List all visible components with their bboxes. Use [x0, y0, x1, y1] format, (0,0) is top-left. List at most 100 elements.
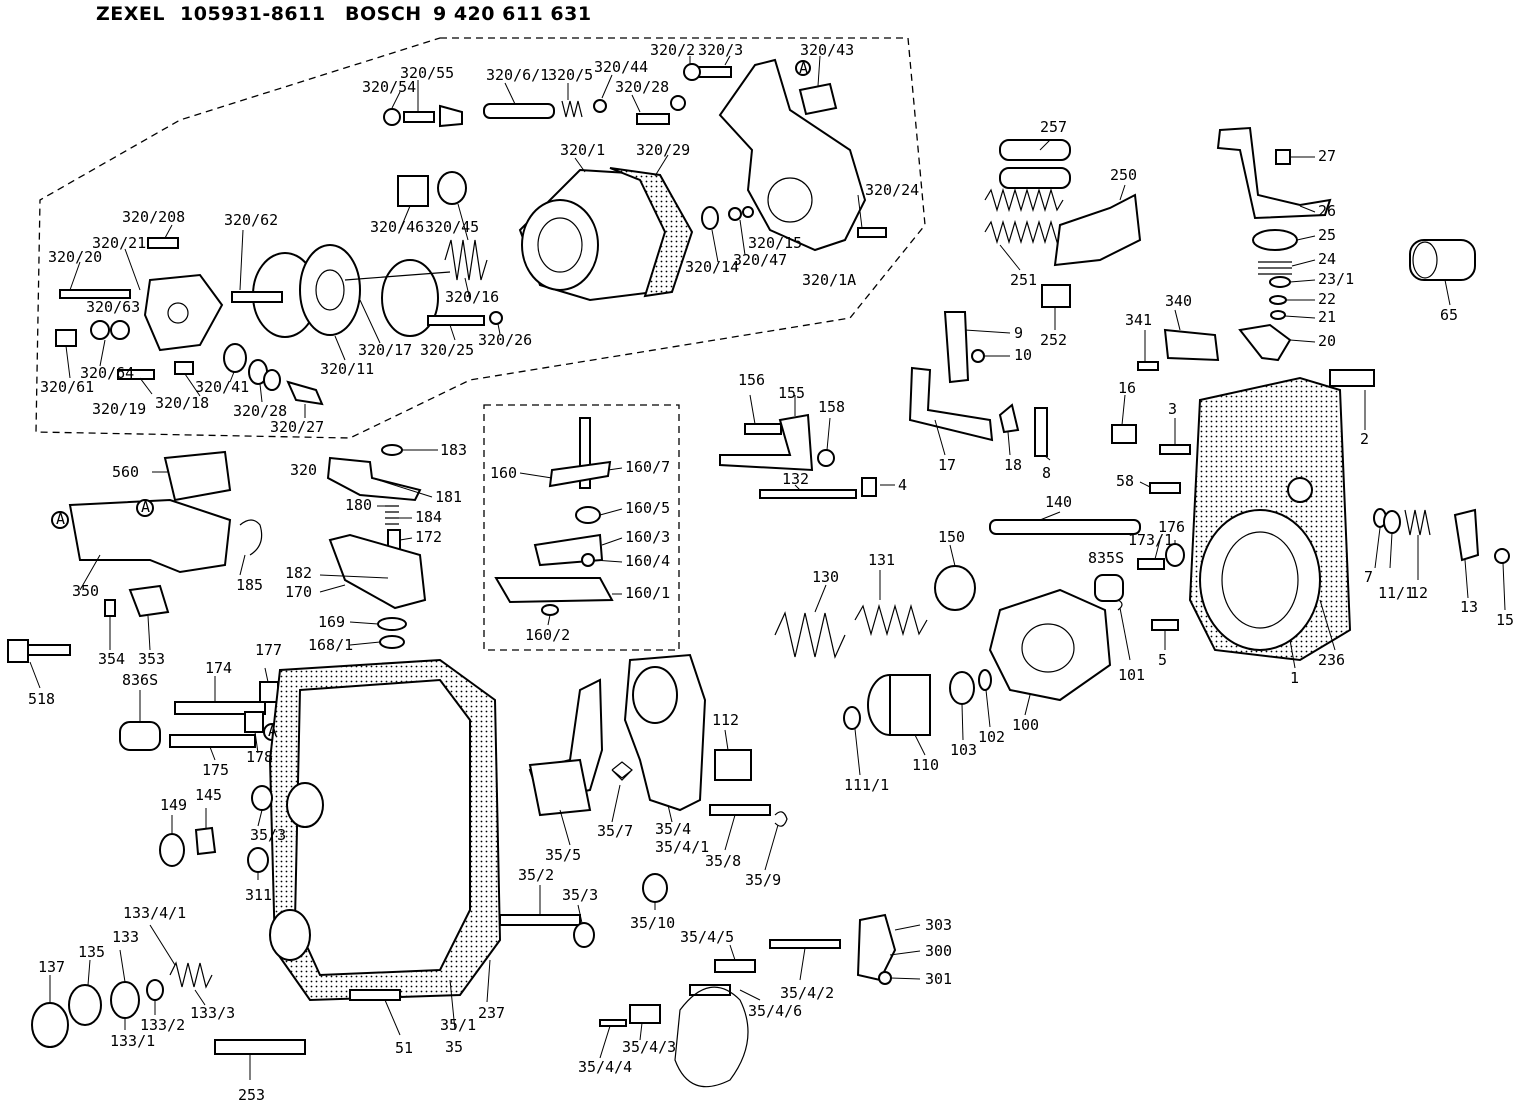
label-169: 169	[318, 613, 345, 631]
lever-assembly-parts	[326, 413, 877, 649]
label-160-1: 160/1	[625, 584, 670, 602]
label-35-4-3: 35/4/3	[622, 1038, 676, 1056]
part-320-54	[383, 108, 401, 126]
housing-bore	[1199, 509, 1321, 651]
label-257: 257	[1040, 118, 1067, 136]
label-156: 156	[738, 371, 765, 389]
label-2: 2	[1360, 430, 1369, 448]
label-158: 158	[818, 398, 845, 416]
header-zexel-number: 105931-8611	[180, 3, 326, 25]
label-320-28-b: 320/28	[233, 402, 287, 420]
part-341	[1137, 361, 1159, 371]
label-183: 183	[440, 441, 467, 459]
part-133-3	[169, 961, 213, 989]
part-320-208	[147, 237, 179, 249]
part-102	[978, 669, 992, 691]
label-35-5: 35/5	[545, 846, 581, 864]
part-340	[1163, 328, 1220, 362]
part-160-pin	[579, 417, 591, 489]
label-1: 1	[1290, 669, 1299, 687]
label-160-7: 160/7	[625, 458, 670, 476]
label-100: 100	[1012, 716, 1039, 734]
part-183	[381, 444, 403, 456]
part-320-14	[701, 206, 719, 230]
part-257a	[999, 139, 1071, 161]
part-158	[817, 449, 835, 467]
part-320-29	[609, 167, 694, 298]
label-35-4-2: 35/4/2	[780, 984, 834, 1002]
part-320-41	[223, 343, 247, 373]
part-24	[1258, 261, 1292, 275]
part-320-43	[798, 82, 838, 116]
label-320-47: 320/47	[733, 251, 787, 269]
label-182: 182	[285, 564, 312, 582]
label-320-11: 320/11	[320, 360, 374, 378]
part-320-20	[59, 289, 131, 299]
label-133-4-1: 133/4/1	[123, 904, 186, 922]
label-320-63: 320/63	[86, 298, 140, 316]
label-133-1: 133/1	[110, 1032, 155, 1050]
label-137: 137	[38, 958, 65, 976]
part-35-4-5	[714, 959, 756, 973]
label-320-26: 320/26	[478, 331, 532, 349]
label-4: 4	[898, 476, 907, 494]
label-320-17: 320/17	[358, 341, 412, 359]
label-835S: 835S	[1088, 549, 1124, 567]
label-237: 237	[478, 1004, 505, 1022]
part-155	[719, 413, 814, 472]
part-35-10	[642, 873, 668, 903]
part-320-63	[90, 320, 110, 340]
label-320-2: 320/2	[650, 41, 695, 59]
label-150: 150	[938, 528, 965, 546]
label-A-3: A	[141, 498, 150, 516]
label-145: 145	[195, 786, 222, 804]
label-21: 21	[1318, 308, 1336, 326]
label-27: 27	[1318, 147, 1336, 165]
label-133: 133	[112, 928, 139, 946]
label-168-1: 168/1	[308, 636, 353, 654]
part-35-9	[774, 811, 788, 827]
part-560	[163, 450, 232, 502]
part-320-24	[857, 227, 887, 238]
label-301: 301	[925, 970, 952, 988]
label-35-3-a: 35/3	[250, 826, 286, 844]
label-135: 135	[78, 943, 105, 961]
part-10	[971, 349, 985, 363]
part-13	[1453, 508, 1480, 562]
label-180: 180	[345, 496, 372, 514]
part-51	[349, 989, 401, 1001]
label-35-2: 35/2	[518, 866, 554, 884]
label-25: 25	[1318, 226, 1336, 244]
label-16: 16	[1118, 379, 1136, 397]
part-836S	[119, 721, 161, 751]
part-320-28c	[263, 369, 281, 391]
center-drive-parts	[714, 519, 1141, 781]
part-353	[128, 584, 170, 618]
part-169	[377, 617, 407, 631]
label-149: 149	[160, 796, 187, 814]
part-132	[759, 489, 857, 499]
label-175: 175	[202, 761, 229, 779]
label-112: 112	[712, 711, 739, 729]
part-170	[328, 533, 427, 610]
label-173-1: 173/1	[1128, 531, 1173, 549]
label-320-14: 320/14	[685, 258, 739, 276]
part-173-1	[1137, 558, 1165, 570]
label-320-46: 320/46	[370, 218, 424, 236]
label-320: 320	[290, 461, 317, 479]
governor-cover-parts	[55, 58, 887, 406]
label-250: 250	[1110, 166, 1137, 184]
part-15	[1494, 548, 1510, 564]
part-168-1	[379, 635, 405, 649]
label-320-43: 320/43	[800, 41, 854, 59]
label-320-25: 320/25	[420, 341, 474, 359]
label-132: 132	[782, 470, 809, 488]
part-178	[244, 711, 264, 733]
label-170: 170	[285, 583, 312, 601]
label-320-62: 320/62	[224, 211, 278, 229]
part-35-8	[709, 804, 771, 816]
label-10: 10	[1014, 346, 1032, 364]
header-brand-bosch: BOSCH	[345, 3, 422, 25]
